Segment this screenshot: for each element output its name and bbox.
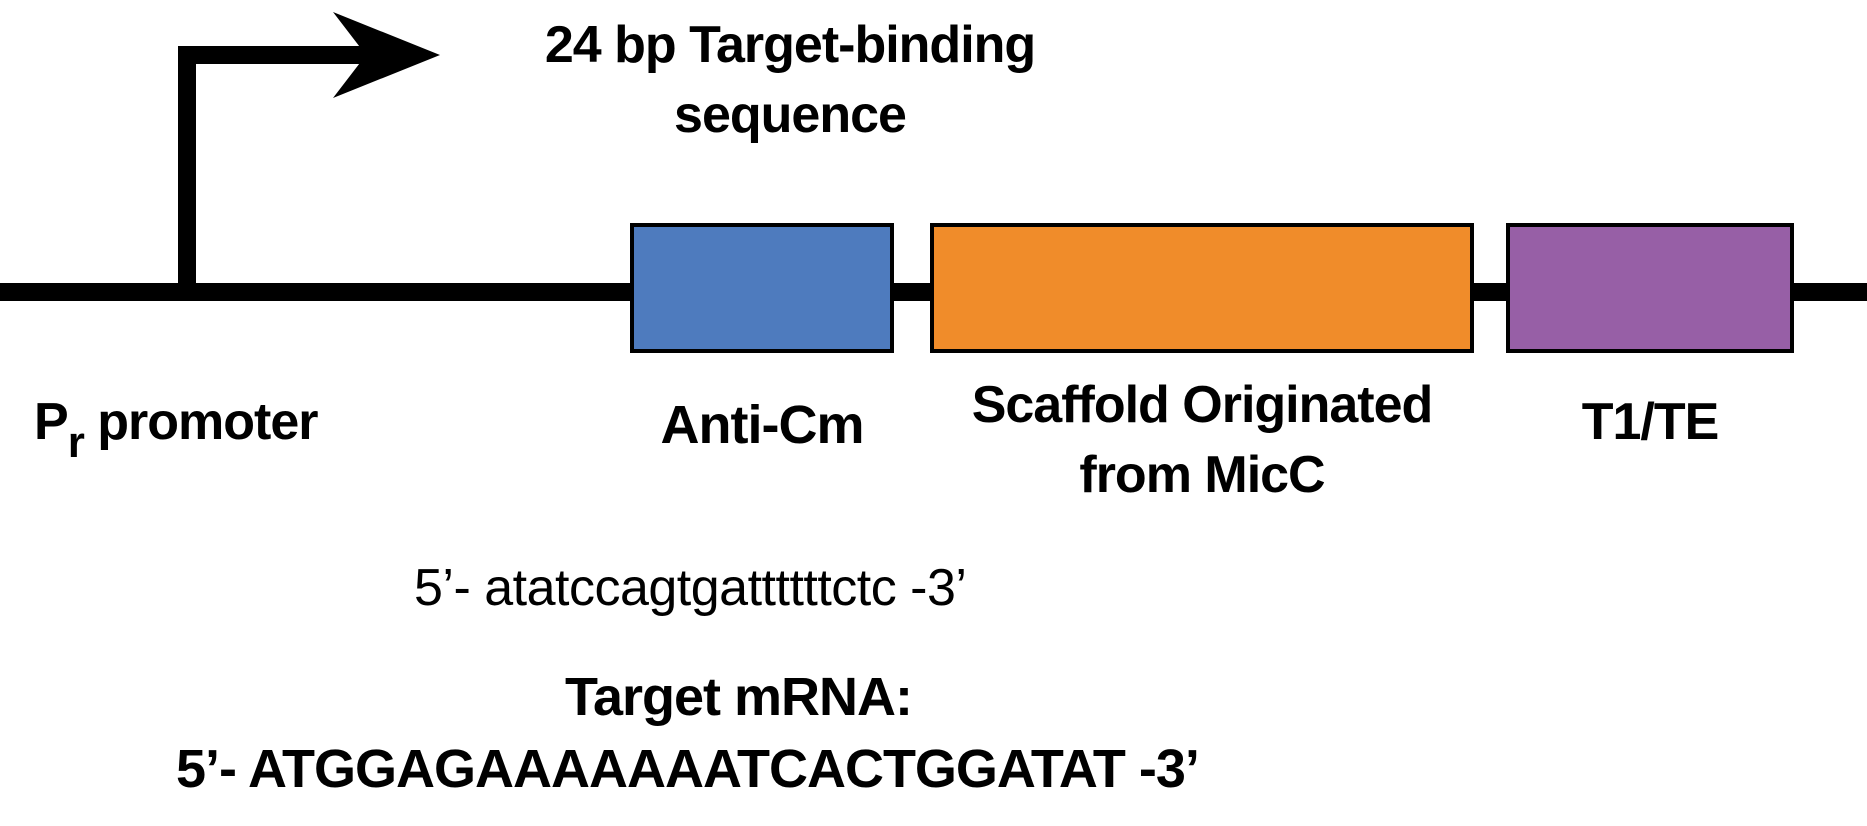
promoter-arrow-stem xyxy=(178,46,196,292)
terminator-label: T1/TE xyxy=(1508,396,1792,448)
binding-sequence: 5’- atatccagtgattttttctc -3’ xyxy=(414,559,967,617)
promoter-arrow-shaft xyxy=(178,46,366,64)
anti-cm-box xyxy=(630,223,894,353)
title-line-1: 24 bp Target-binding xyxy=(544,16,1036,74)
promoter-subscript: r xyxy=(67,418,85,467)
scaffold-label: Scaffold Originated from MicC xyxy=(912,370,1492,510)
terminator-box xyxy=(1506,223,1794,353)
target-binding-title: 24 bp Target-binding sequence xyxy=(510,10,1070,150)
promoter-letter: P xyxy=(34,393,69,451)
target-mrna-heading: Target mRNA: xyxy=(565,667,913,727)
scaffold-label-line-1: Scaffold Originated xyxy=(971,376,1434,434)
promoter-label: Pr promoter xyxy=(34,393,319,465)
scaffold-box xyxy=(930,223,1474,353)
promoter-word: promoter xyxy=(97,393,318,451)
terminator-label-line: T1/TE xyxy=(1581,393,1720,451)
anti-cm-label-line: Anti-Cm xyxy=(660,395,865,455)
promoter-arrowhead xyxy=(333,12,440,98)
target-mrna-sequence: 5’- ATGGAGAAAAAAATCACTGGATAT -3’ xyxy=(176,739,1200,799)
title-line-2: sequence xyxy=(674,86,907,144)
scaffold-label-line-2: from MicC xyxy=(1079,446,1325,504)
anti-cm-label: Anti-Cm xyxy=(612,398,912,452)
